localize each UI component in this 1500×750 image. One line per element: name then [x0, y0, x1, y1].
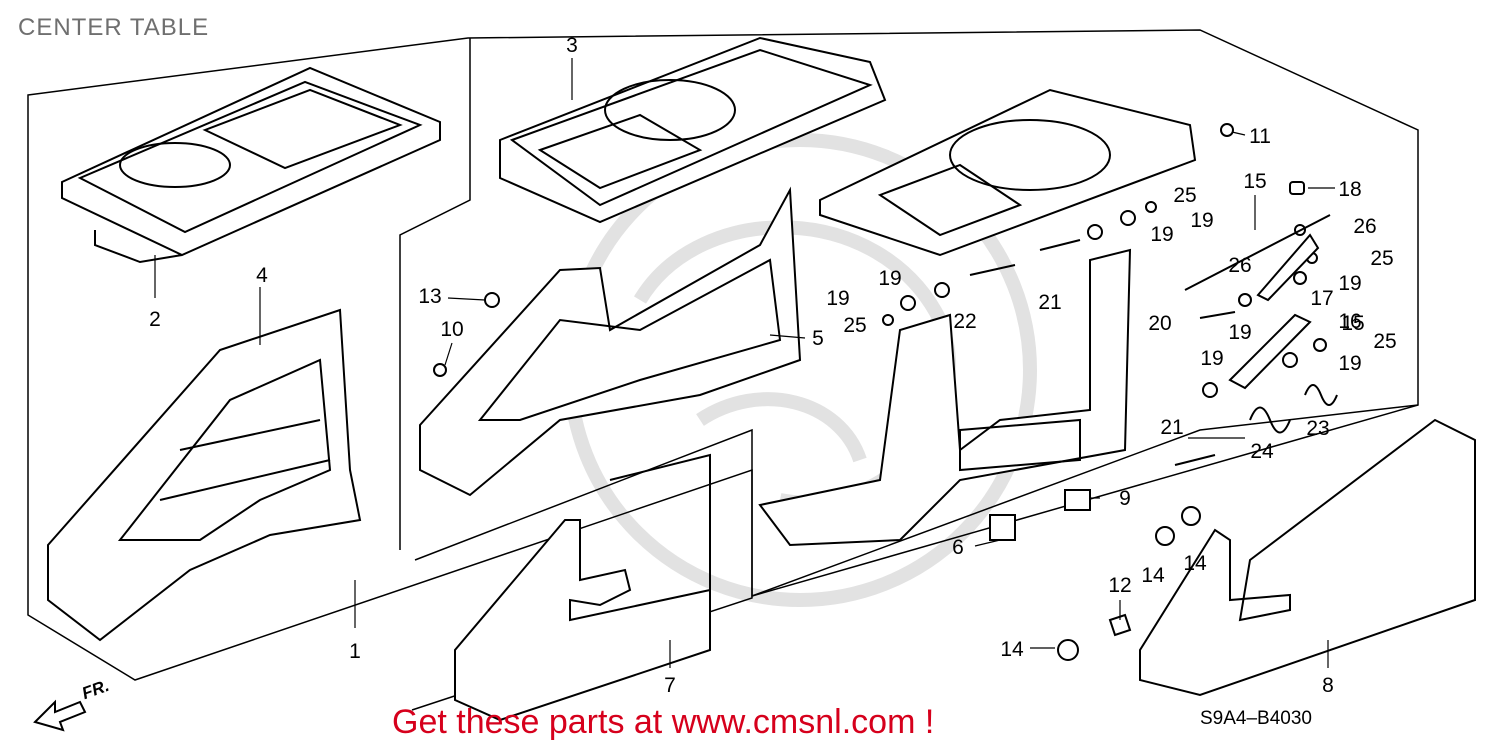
page-title: CENTER TABLE: [18, 14, 210, 41]
callout-25a: 25: [1173, 184, 1196, 207]
callout-18: 18: [1338, 178, 1361, 201]
callout-8: 8: [1322, 674, 1334, 697]
callout-24: 24: [1250, 440, 1274, 463]
callout-7: 7: [664, 674, 676, 697]
callout-12: 12: [1108, 574, 1131, 597]
callout-23: 23: [1306, 417, 1329, 440]
front-arrow-icon: [33, 699, 87, 732]
callout-20: 20: [1148, 312, 1171, 335]
callout-26a: 26: [1353, 215, 1376, 238]
callout-14b: 14: [1183, 552, 1207, 575]
callout-19b: 19: [1150, 223, 1173, 246]
diagram-code: S9A4–B4030: [1200, 708, 1312, 729]
part-4-side-support: [47, 308, 362, 642]
callout-21a: 21: [1038, 291, 1061, 314]
callout-19f: 19: [1228, 321, 1251, 344]
callout-15: 15: [1341, 312, 1364, 335]
callout-1: 1: [349, 640, 361, 663]
part-3-table-top: [499, 36, 887, 224]
callout-6: 6: [952, 536, 964, 559]
callout-26b: 26: [1228, 254, 1251, 277]
part-7-lid: [454, 453, 711, 722]
part-5-center-support: [419, 186, 802, 497]
callout-labels: 1 2 3 4 5 6 7 8 9 10 11 12 13 14 14 14 1…: [149, 34, 1397, 697]
callout-4: 4: [256, 264, 268, 287]
part-2-table-top: [61, 66, 441, 264]
callout-17: 17: [1310, 287, 1333, 310]
callout-25d: 25: [1373, 330, 1396, 353]
callout-19g: 19: [1200, 347, 1223, 370]
callout-9: 9: [1119, 487, 1131, 510]
callout-5: 5: [812, 327, 824, 350]
callout-19e: 19: [1338, 272, 1361, 295]
frame-bracket: [758, 248, 1132, 547]
callout-3: 3: [566, 34, 578, 57]
callout-14a: 14: [1141, 564, 1165, 587]
callout-14c: 14: [1000, 638, 1024, 661]
leader-lines: [154, 58, 1335, 668]
callout-15-top: 15: [1243, 170, 1266, 193]
callout-13: 13: [418, 285, 441, 308]
callout-19h: 19: [1338, 352, 1361, 375]
callout-11: 11: [1249, 125, 1271, 148]
callout-21b: 21: [1160, 416, 1183, 439]
callout-2: 2: [149, 308, 161, 331]
callout-10: 10: [440, 318, 463, 341]
promo-text[interactable]: Get these parts at www.cmsnl.com !: [392, 703, 935, 741]
table-frame: [819, 88, 1197, 257]
callout-19a: 19: [1190, 209, 1213, 232]
part-8-lid: [1139, 418, 1476, 697]
small-parts: [433, 123, 1338, 661]
callout-19d: 19: [826, 287, 849, 310]
callout-16: 16: [1338, 310, 1361, 333]
callout-19c: 19: [878, 267, 901, 290]
callout-25b: 25: [1370, 247, 1393, 270]
callout-25c: 25: [843, 314, 866, 337]
callout-22: 22: [953, 310, 976, 333]
